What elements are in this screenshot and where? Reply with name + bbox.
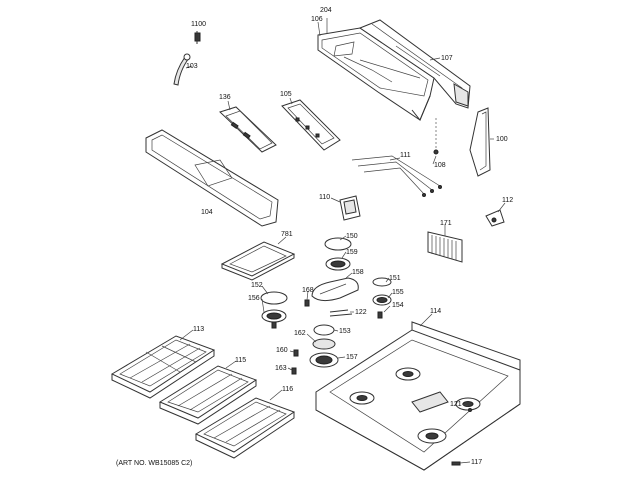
part-136-control-overlay (219, 106, 277, 153)
label-171: 171 (440, 220, 452, 227)
label-121: 121 (450, 401, 462, 408)
label-110: 110 (319, 194, 330, 201)
part-115-grate (158, 365, 258, 425)
label-157: 157 (346, 354, 358, 361)
label-152: 152 (251, 282, 263, 289)
part-157-burner-base (309, 352, 339, 368)
label-151: 151 (389, 275, 401, 282)
part-168-screw (304, 299, 310, 307)
part-162-burner-ring (312, 338, 336, 350)
part-111-wire-harness (351, 155, 442, 197)
label-100: 100 (496, 136, 508, 143)
label-204: 204 (320, 7, 332, 14)
label-103: 103 (186, 63, 198, 70)
label-153: 153 (339, 328, 351, 335)
part-104-control-panel (145, 129, 279, 227)
part-781-griddle (220, 241, 296, 281)
part-171-vent-grille (427, 231, 463, 263)
label-162: 162 (294, 330, 306, 337)
part-158-oval-burner (311, 277, 359, 302)
part-160-screw (293, 349, 299, 357)
part-110-ignition-module (339, 195, 361, 221)
part-107-rear-panel (358, 19, 471, 109)
part-150-burner-cap (324, 237, 352, 251)
label-168: 168 (302, 287, 314, 294)
label-159: 159 (346, 249, 358, 256)
label-111: 111 (400, 152, 411, 159)
part-103-rod (173, 53, 191, 86)
label-114: 114 (430, 308, 441, 315)
label-155: 155 (392, 289, 404, 296)
label-115: 115 (235, 357, 246, 364)
part-156-burner-head (261, 309, 287, 329)
label-158: 158 (352, 269, 364, 276)
part-labels: 1100 103 204 106 107 136 105 104 100 111… (186, 7, 513, 466)
label-108: 108 (434, 162, 446, 169)
label-112: 112 (502, 197, 513, 204)
art-number-caption: (ART NO. WB15085 C2) (116, 460, 192, 467)
part-112-bracket (485, 209, 505, 227)
label-116: 116 (282, 386, 293, 393)
label-160: 160 (276, 347, 288, 354)
part-122-electrode (329, 309, 353, 317)
label-107: 107 (441, 55, 453, 62)
label-154: 154 (392, 302, 404, 309)
label-136: 136 (219, 94, 231, 101)
part-154-screw (377, 311, 383, 319)
label-104: 104 (201, 209, 213, 216)
label-122: 122 (355, 309, 367, 316)
part-105-control-board (281, 99, 341, 151)
part-152-burner-cap (260, 291, 288, 305)
part-159-burner-head (325, 257, 351, 271)
label-117: 117 (471, 459, 482, 466)
part-151-burner-cap (372, 277, 392, 287)
label-113: 113 (193, 326, 204, 333)
label-106: 106 (311, 16, 323, 23)
part-121-orifice (468, 408, 472, 412)
label-156: 156 (248, 295, 260, 302)
part-1100-screw (194, 31, 201, 44)
part-108-connector (433, 118, 439, 155)
part-116-grate (194, 397, 296, 459)
part-114-cooktop (315, 321, 521, 471)
label-1100: 1100 (191, 21, 206, 28)
part-100-side-trim (469, 107, 491, 177)
label-150: 150 (346, 233, 358, 240)
label-105: 105 (280, 91, 292, 98)
leader-lines (179, 18, 506, 464)
part-117-screw (451, 461, 461, 466)
part-106-backsplash-bracket (317, 27, 435, 121)
part-163-screw (291, 367, 297, 375)
label-163: 163 (275, 365, 287, 372)
part-155-burner-head (372, 294, 392, 306)
part-113-grate (110, 335, 216, 399)
label-781: 781 (281, 231, 293, 238)
part-153-burner-cap (313, 324, 335, 336)
